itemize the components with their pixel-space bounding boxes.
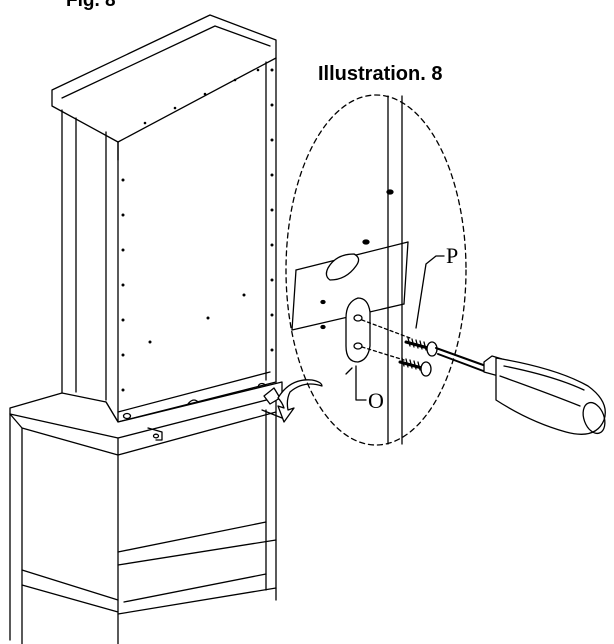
lower-cabinet <box>9 381 283 644</box>
upper-cabinet <box>51 14 277 423</box>
callout-label-p: P <box>446 243 458 268</box>
detail-panel <box>291 95 409 445</box>
bracket-icon <box>345 297 371 401</box>
detail-callout-ellipse <box>285 94 467 446</box>
rotation-arrow-icon <box>261 379 323 423</box>
screwdriver-icon <box>435 347 606 435</box>
figure-label: Fig. 8 <box>66 0 116 11</box>
rivets <box>121 68 274 392</box>
callout-label-o: O <box>368 388 384 413</box>
alignment-lines <box>361 319 411 361</box>
screw-icon <box>398 255 445 377</box>
illustration-title: Illustration. 8 <box>318 63 443 85</box>
